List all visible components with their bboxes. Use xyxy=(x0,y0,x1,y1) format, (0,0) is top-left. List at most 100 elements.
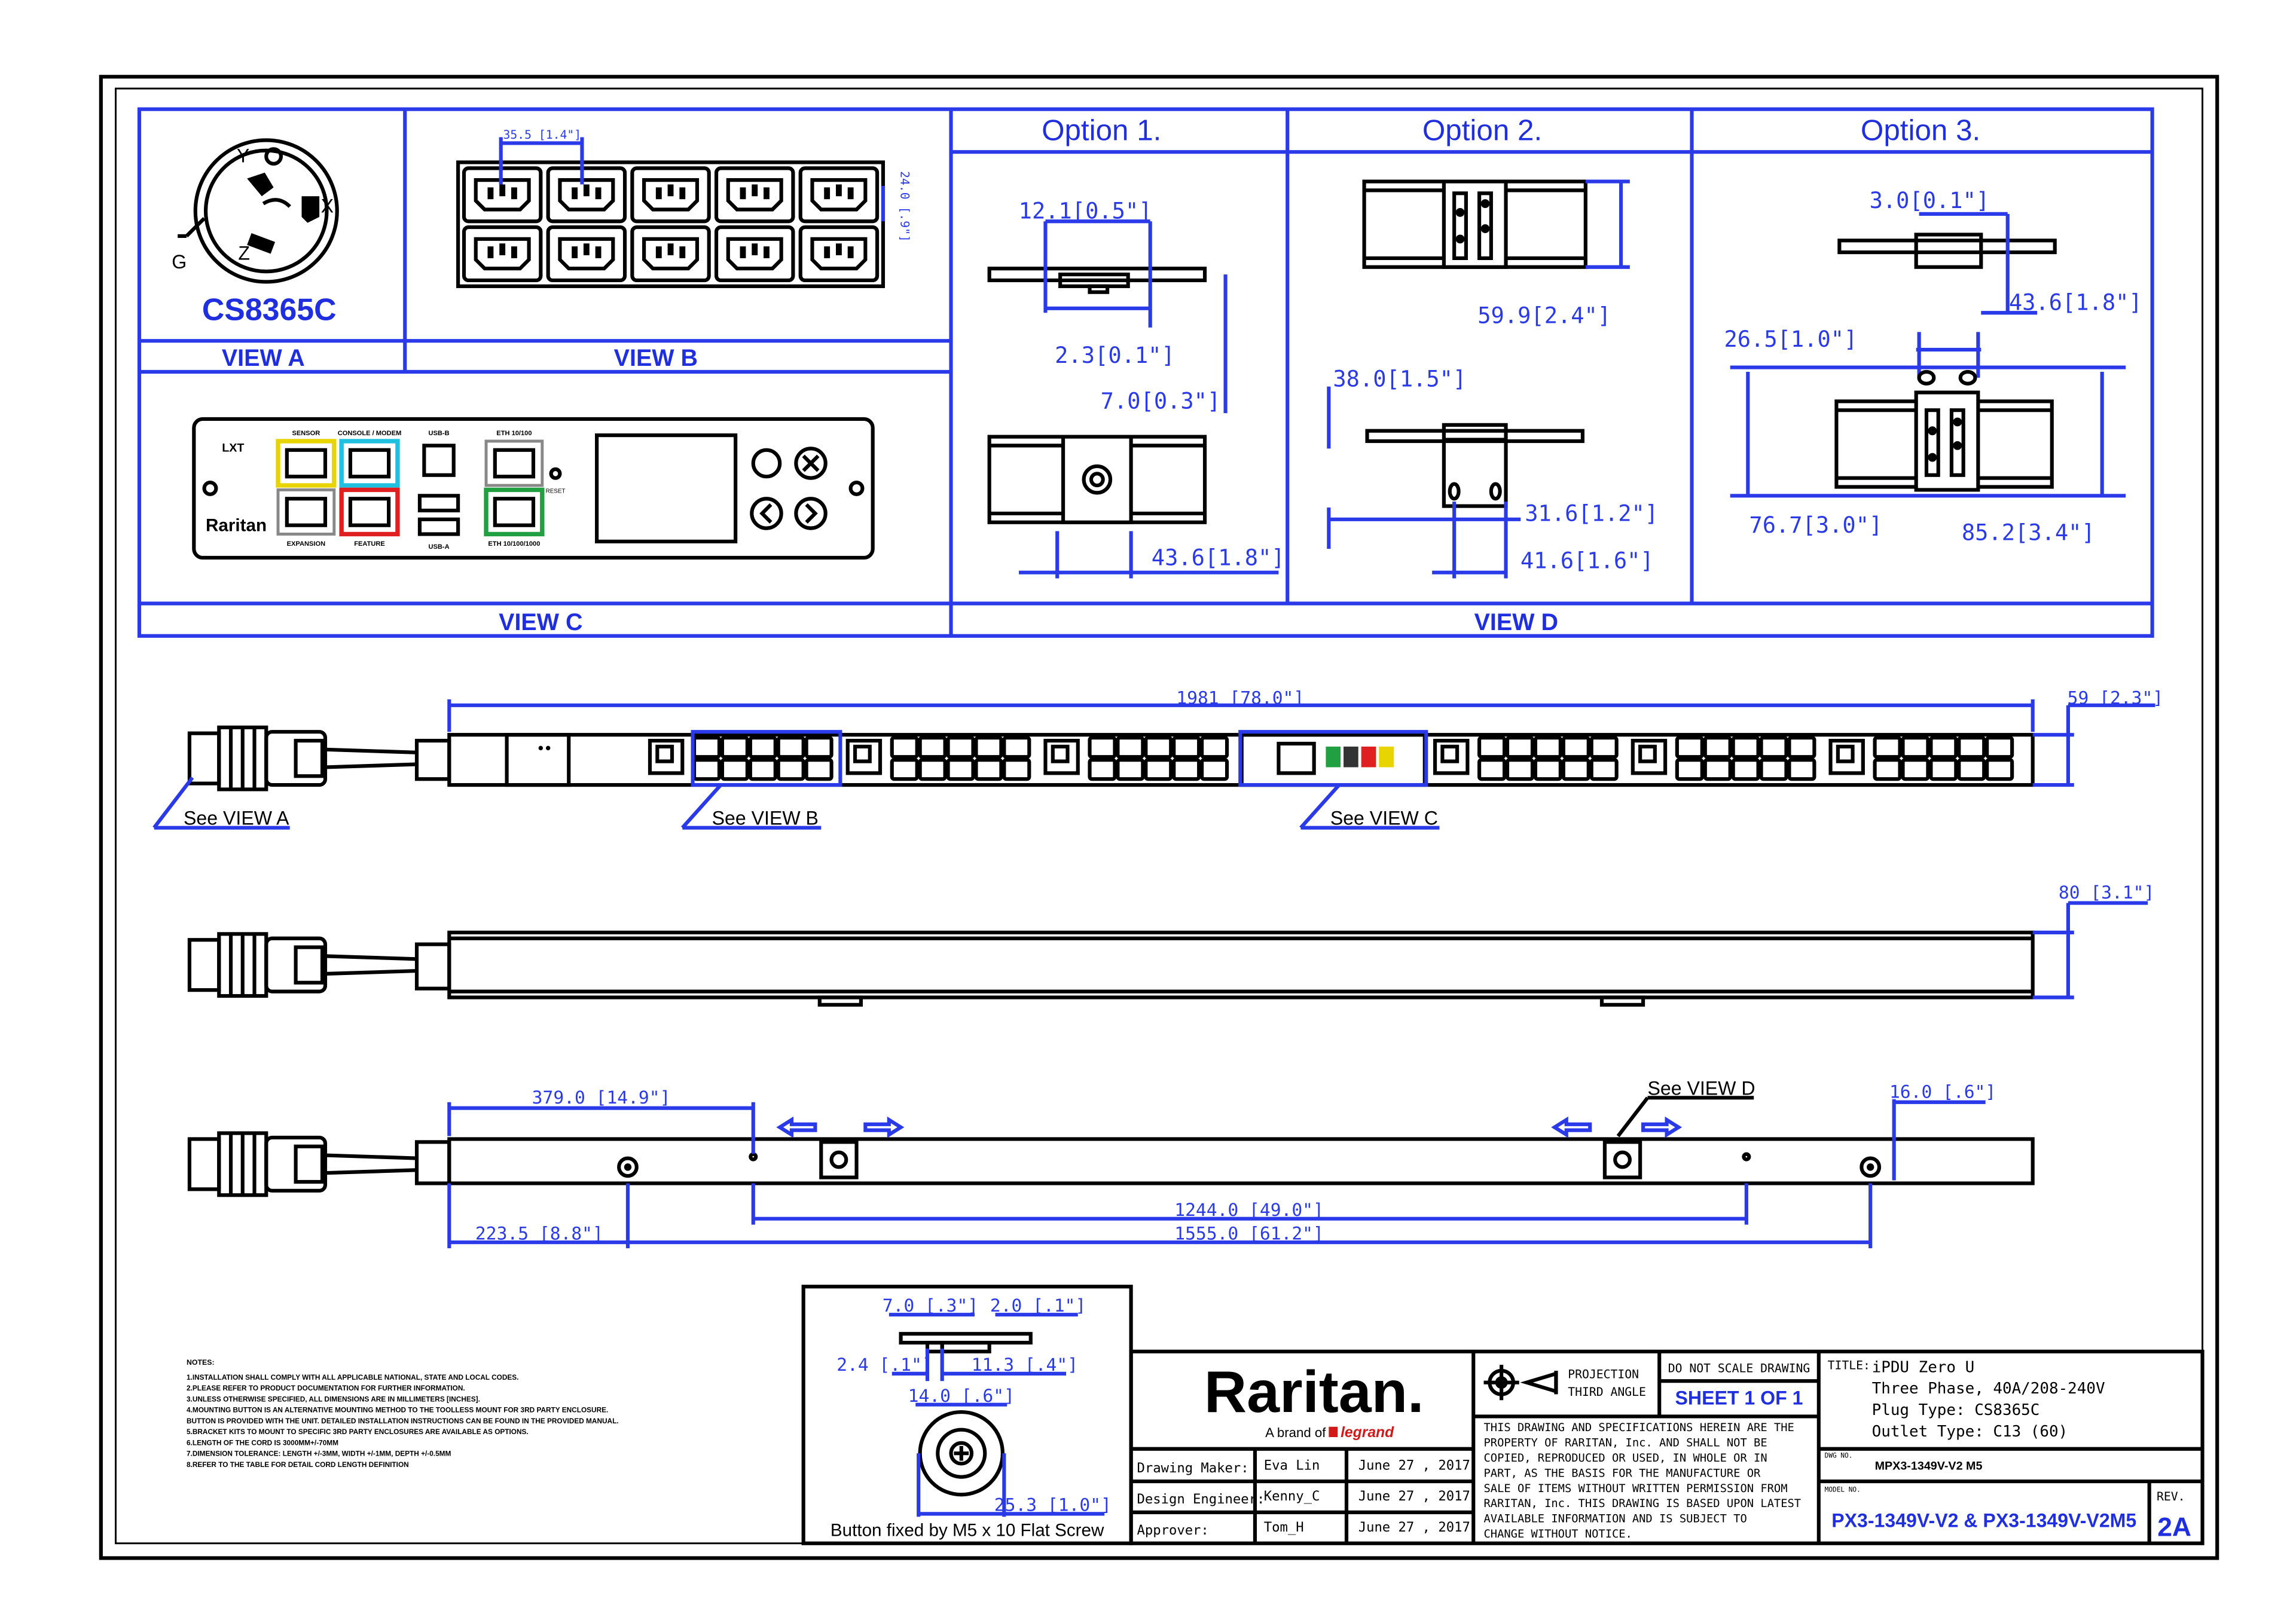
tb-rev: 2A xyxy=(2157,1512,2191,1542)
note-line: 3.UNLESS OTHERWISE SPECIFIED, ALL DIMENS… xyxy=(187,1395,480,1403)
opt2-dim-b: 38.0[1.5"] xyxy=(1333,366,1466,392)
view-grid xyxy=(137,107,2154,638)
outlet-block-drawing xyxy=(456,160,886,288)
port-sensor: SENSOR xyxy=(292,430,320,437)
width-label: 80 [3.1"] xyxy=(2059,882,2154,903)
note-line: 2.PLEASE REFER TO PRODUCT DOCUMENTATION … xyxy=(187,1384,465,1392)
see-view-a-label: See VIEW A xyxy=(184,808,289,829)
option-2-drawing xyxy=(1327,179,1630,579)
option-1-title: Option 1. xyxy=(1042,114,1161,146)
legal-line: THIS DRAWING AND SPECIFICATIONS HEREIN A… xyxy=(1484,1422,1794,1434)
breaker-module xyxy=(1828,738,1865,775)
port-feature: FEATURE xyxy=(354,540,385,548)
view-b-label: VIEW B xyxy=(614,345,698,371)
legal-line: SALE OF ITEMS WITHOUT WRITTEN PERMISSION… xyxy=(1484,1483,1788,1495)
opt2-dim-a: 59.9[2.4"] xyxy=(1477,303,1611,329)
opt3-dim-a: 3.0[0.1"] xyxy=(1870,188,1990,213)
view-b-width-dim xyxy=(499,137,886,222)
c13-outlet xyxy=(630,225,711,283)
btn-dim-7: 7.0 [.3"] xyxy=(883,1295,978,1316)
port-usb-a: USB-A xyxy=(428,543,449,551)
port-eth1: ETH 10/100 xyxy=(496,430,532,437)
note-line: 6.LENGTH OF THE CORD IS 3000MM+/-70MM xyxy=(187,1438,338,1447)
btn-dim-253: 25.3 [1.0"] xyxy=(994,1494,1112,1515)
see-view-c-label: See VIEW C xyxy=(1330,808,1438,829)
option-1-drawing xyxy=(987,219,1279,579)
view-b-height-label: 24.0 [.9"] xyxy=(898,171,912,242)
notes-block: NOTES: 1.INSTALLATION SHALL COMPLY WITH A… xyxy=(187,1358,619,1469)
legal-line: PART, AS THE BASIS FOR THE MANUFACTURE O… xyxy=(1484,1467,1761,1480)
dim-1244-label: 1244.0 [49.0"] xyxy=(1174,1200,1324,1220)
see-view-b-label: See VIEW B xyxy=(712,808,819,829)
tb-do-not-scale: DO NOT SCALE DRAWING xyxy=(1668,1361,1810,1375)
view-c-label: VIEW C xyxy=(499,609,582,635)
tb-legal-text: THIS DRAWING AND SPECIFICATIONS HEREIN A… xyxy=(1484,1422,1802,1541)
c13-outlet xyxy=(798,166,880,224)
btn-dim-24: 2.4 [.1"] xyxy=(836,1355,932,1375)
c13-outlet xyxy=(546,225,627,283)
signoff-date: June 27 , 2017 xyxy=(1358,1520,1470,1535)
title-line: iPDU Zero U xyxy=(1872,1358,1975,1376)
plug-model-label: CS8365C xyxy=(202,292,337,327)
front-outlet-group xyxy=(1873,736,2014,781)
signoff-name: Kenny_C xyxy=(1264,1488,1320,1504)
dim-1555-label: 1555.0 [61.2"] xyxy=(1174,1223,1324,1243)
pdu-rear-view xyxy=(187,1096,2035,1249)
option-3-drawing xyxy=(1730,212,2126,498)
view-d-label: VIEW D xyxy=(1474,609,1558,635)
opt1-dim-a: 12.1[0.5"] xyxy=(1019,198,1152,224)
legal-line: RARITAN, Inc. THIS DRAWING IS BASED UPON… xyxy=(1484,1497,1802,1510)
option-2-title: Option 2. xyxy=(1422,114,1542,146)
front-outlet-group xyxy=(1477,736,1619,781)
legal-line: AVAILABLE INFORMATION AND IS SUBJECT TO xyxy=(1484,1513,1747,1526)
front-outlet-group xyxy=(1088,736,1229,781)
notes-header: NOTES: xyxy=(187,1358,215,1367)
view-a-label: VIEW A xyxy=(222,345,305,371)
title-block xyxy=(1129,1349,2205,1545)
pin-g: G xyxy=(172,251,187,273)
opt1-dim-d: 43.6[1.8"] xyxy=(1152,545,1285,570)
note-line: BUTTON IS PROVIDED WITH THE UNIT. DETAIL… xyxy=(187,1417,619,1425)
pin-z: Z xyxy=(238,242,250,264)
controller-logo: LXT xyxy=(222,441,244,454)
title-line: Plug Type: CS8365C xyxy=(1872,1401,2040,1419)
front-outlet-group xyxy=(1675,736,1816,781)
legal-line: CHANGE WITHOUT NOTICE. xyxy=(1484,1528,1632,1541)
breaker-module xyxy=(1433,738,1470,775)
front-outlet-group xyxy=(692,736,833,781)
tb-title-label: TITLE: xyxy=(1828,1358,1870,1372)
signoff-role: Design Engineer: xyxy=(1137,1491,1265,1507)
dim-16-label: 16.0 [.6"] xyxy=(1889,1081,1996,1102)
opt2-dim-d: 41.6[1.6"] xyxy=(1521,548,1654,573)
button-note: Button fixed by M5 x 10 Flat Screw xyxy=(831,1520,1104,1540)
signoff-role: Approver: xyxy=(1137,1523,1208,1538)
btn-dim-113: 11.3 [.4"] xyxy=(972,1355,1078,1375)
plug-face-drawing: Y X Z G xyxy=(172,138,339,284)
opt3-dim-e: 85.2[3.4"] xyxy=(1962,519,2095,545)
pdu-side-view xyxy=(187,901,2148,1007)
port-usb-b: USB-B xyxy=(428,430,449,437)
opt3-dim-c: 26.5[1.0"] xyxy=(1724,326,1857,352)
opt1-dim-c: 7.0[0.3"] xyxy=(1101,389,1221,414)
port-console: CONSOLE / MODEM xyxy=(338,430,402,437)
opt3-dim-d: 76.7[3.0"] xyxy=(1749,512,1882,538)
option-3-title: Option 3. xyxy=(1861,114,1980,146)
breaker-module xyxy=(1631,738,1668,775)
signoff-date: June 27 , 2017 xyxy=(1358,1457,1470,1473)
signoff-date: June 27 , 2017 xyxy=(1358,1488,1470,1504)
note-line: 7.DIMENSION TOLERANCE: LENGTH +/-3MM, WI… xyxy=(187,1450,451,1458)
port-reset: RESET xyxy=(546,488,566,494)
legal-line: COPIED, REPRODUCED OR USED, IN WHOLE OR … xyxy=(1484,1452,1767,1465)
breaker-module xyxy=(648,738,685,775)
tb-dwg-no: MPX3-1349V-V2 M5 xyxy=(1875,1459,1983,1472)
tb-rev-label: REV. xyxy=(2157,1490,2185,1503)
pdu-front-view xyxy=(152,699,2155,830)
c13-outlet xyxy=(714,166,795,224)
plug-side-1 xyxy=(187,725,451,791)
legal-line: PROPERTY OF RARITAN, Inc. AND SHALL NOT … xyxy=(1484,1437,1767,1450)
len-total-label: 1981 [78.0"] xyxy=(1176,687,1304,708)
pin-x: X xyxy=(321,195,334,216)
note-line: 1.INSTALLATION SHALL COMPLY WITH ALL APP… xyxy=(187,1373,518,1381)
signoff-name: Tom_H xyxy=(1264,1520,1304,1535)
